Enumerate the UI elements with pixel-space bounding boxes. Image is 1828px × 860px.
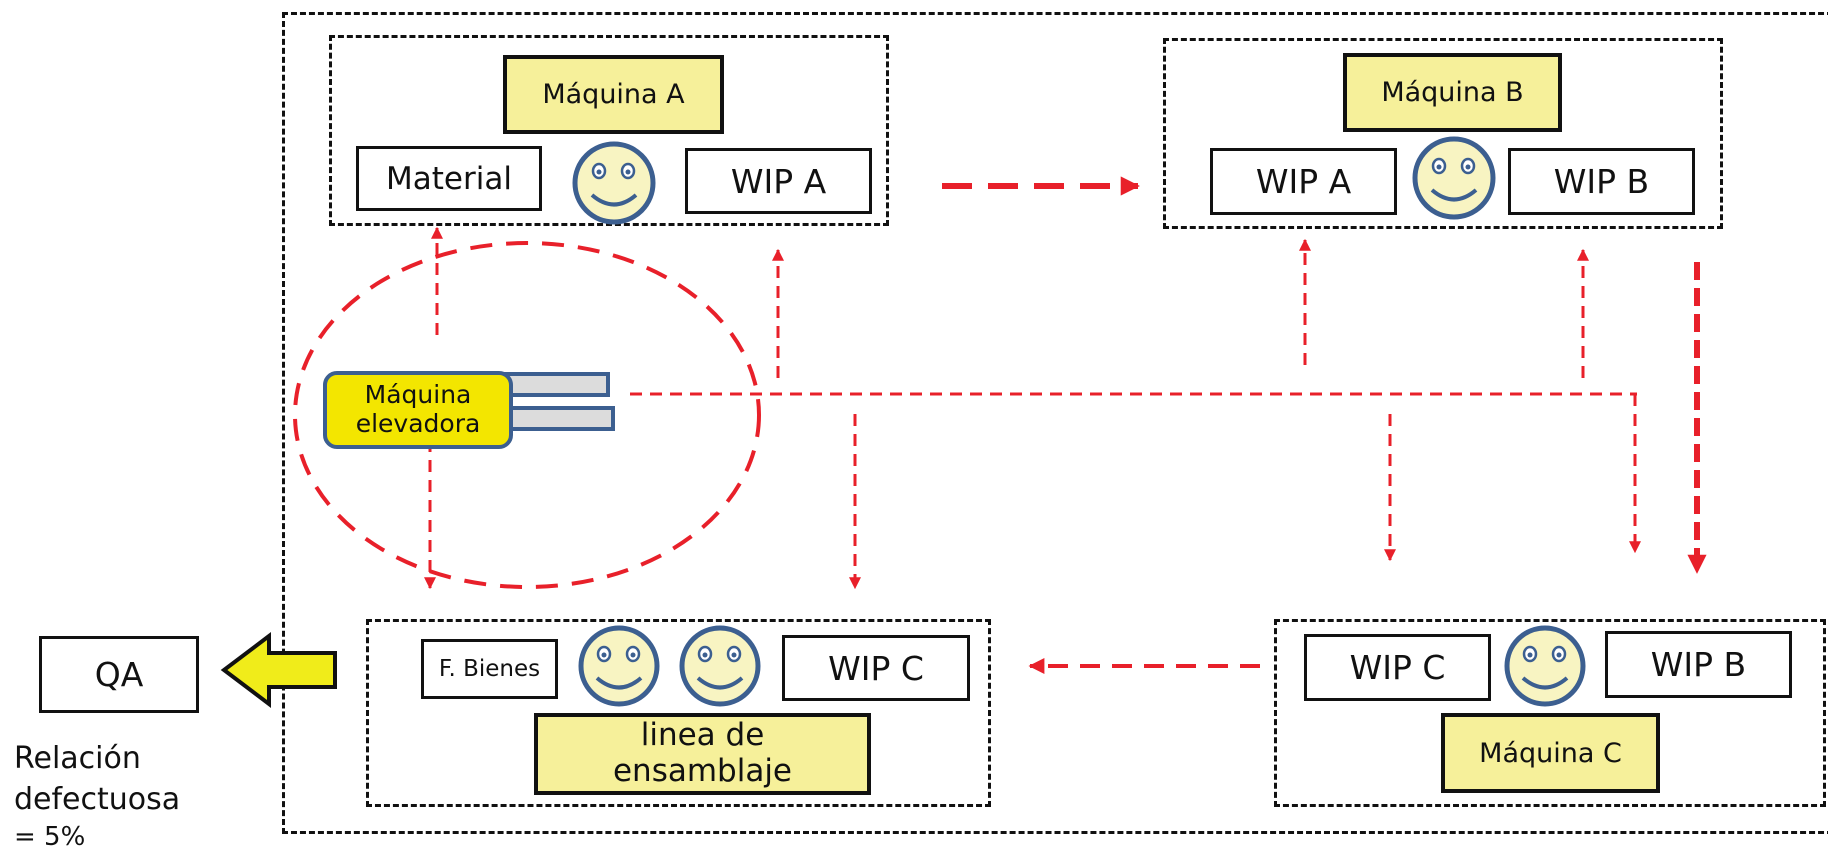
assembly-label-line2: ensamblaje xyxy=(612,753,793,789)
operator-b-smiley-face-icon xyxy=(1412,136,1496,220)
forklift-icon: Máquina elevadora xyxy=(323,371,513,449)
assembly-station xyxy=(366,619,991,807)
lift-fork-upper xyxy=(496,372,610,397)
factory-boundary xyxy=(282,12,1828,834)
defect-note-line1: Relación xyxy=(14,741,141,776)
operator-assembly-1-smiley-face-icon xyxy=(578,625,660,707)
finished-goods-box: F. Bienes xyxy=(421,639,558,699)
machine-b-label: Máquina B xyxy=(1343,53,1562,132)
defect-note-line2: defectuosa xyxy=(14,781,181,817)
qa-box: QA xyxy=(39,636,199,713)
defect-ratio-note: Relación defectuosa = 5% xyxy=(14,739,254,855)
machine-c-label: Máquina C xyxy=(1441,713,1660,793)
operator-assembly-2-smiley-face-icon xyxy=(679,625,761,707)
material-box: Material xyxy=(356,146,542,211)
qa-left-arrow-icon xyxy=(220,631,337,709)
lift-range-ellipse xyxy=(293,241,761,589)
wip-b-input-box: WIP B xyxy=(1605,631,1792,698)
machine-a-label: Máquina A xyxy=(503,55,724,134)
assembly-line-label: linea de ensamblaje xyxy=(534,713,871,795)
wip-a-output-box: WIP A xyxy=(685,148,872,214)
defect-note-line3: = 5% xyxy=(14,822,86,852)
operator-a-smiley-face-icon xyxy=(572,141,656,225)
machine-c-station xyxy=(1274,619,1826,807)
forklift-label-line2: elevadora xyxy=(355,409,481,438)
wip-b-output-box: WIP B xyxy=(1508,148,1695,215)
machine-b-station xyxy=(1163,38,1723,229)
forklift-label-line1: Máquina xyxy=(364,380,472,410)
wip-a-input-box: WIP A xyxy=(1210,148,1397,215)
lift-fork-lower xyxy=(496,406,615,431)
wip-c-output-box: WIP C xyxy=(1304,634,1491,701)
machine-a-station xyxy=(329,35,889,226)
wip-c-input-box: WIP C xyxy=(782,635,970,701)
operator-c-smiley-face-icon xyxy=(1504,625,1586,707)
assembly-label-line1: linea de xyxy=(640,717,765,754)
